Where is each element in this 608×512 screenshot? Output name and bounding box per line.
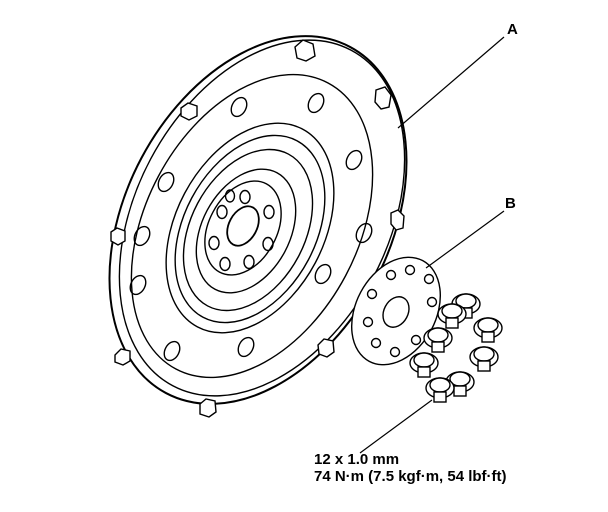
callout-b: B [505, 195, 516, 212]
leader-line-a [397, 36, 505, 129]
bolt-size-label: 12 x 1.0 mm [314, 451, 400, 468]
torque-label: 74 N·m (7.5 kgf·m, 54 lbf·ft) [314, 468, 507, 485]
flywheel [108, 35, 408, 418]
flywheel-bolts [409, 293, 503, 403]
washer-plate [350, 256, 442, 366]
callout-a: A [507, 21, 518, 38]
leader-line-bolt [359, 399, 433, 454]
leader-line-b [425, 210, 505, 269]
torque-spec: 12 x 1.0 mm 74 N·m (7.5 kgf·m, 54 lbf·ft… [314, 451, 507, 485]
